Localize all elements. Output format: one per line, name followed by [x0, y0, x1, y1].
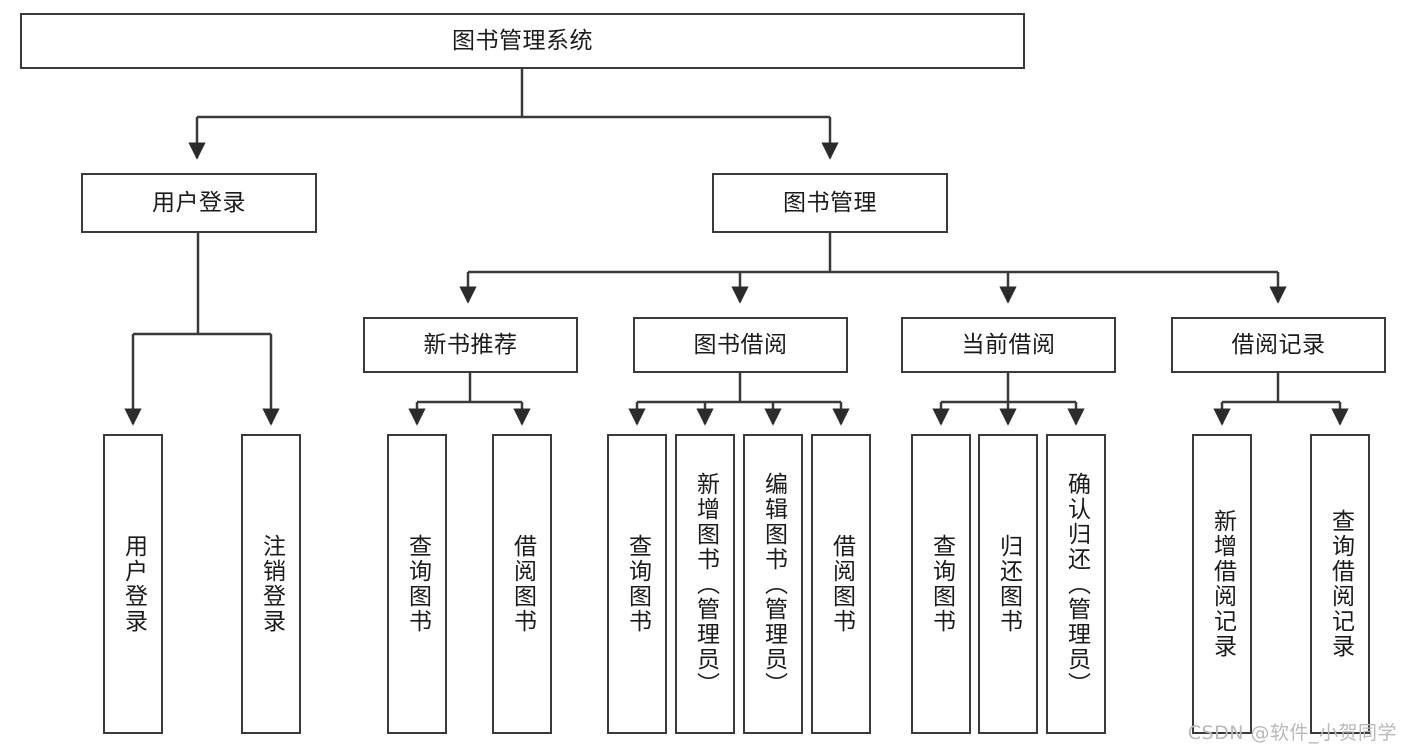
node-current-borrow[interactable]: 当前借阅 [901, 317, 1116, 373]
node-root-label: 图书管理系统 [452, 27, 593, 54]
node-user-login[interactable]: 用户登录 [81, 173, 317, 233]
node-root[interactable]: 图书管理系统 [20, 13, 1025, 69]
node-leaf-borrow-edit-book[interactable]: 编辑图书（管理员） [743, 434, 803, 734]
node-leaf-label: 查询图书 [928, 534, 955, 634]
node-book-management[interactable]: 图书管理 [712, 173, 948, 233]
node-leaf-label: 编辑图书（管理员） [760, 471, 787, 697]
node-leaf-record-add[interactable]: 新增借阅记录 [1192, 434, 1252, 734]
node-borrow-record[interactable]: 借阅记录 [1171, 317, 1386, 373]
node-book-borrow[interactable]: 图书借阅 [633, 317, 848, 373]
node-leaf-current-return[interactable]: 归还图书 [978, 434, 1038, 734]
node-leaf-label: 确认归还（管理员） [1063, 471, 1090, 697]
node-leaf-current-query[interactable]: 查询图书 [911, 434, 971, 734]
node-leaf-new-book-query[interactable]: 查询图书 [387, 434, 447, 734]
node-leaf-label: 新增借阅记录 [1209, 509, 1236, 659]
node-leaf-label: 查询图书 [624, 534, 651, 634]
node-leaf-label: 查询借阅记录 [1327, 509, 1354, 659]
node-leaf-user-login-signout[interactable]: 注销登录 [241, 434, 301, 734]
watermark-text: CSDN @软件_小贺同学 [1187, 722, 1397, 744]
node-new-book-recommend[interactable]: 新书推荐 [363, 317, 578, 373]
node-leaf-label: 归还图书 [995, 534, 1022, 634]
node-user-login-label: 用户登录 [152, 189, 246, 216]
node-leaf-borrow-add-book[interactable]: 新增图书（管理员） [675, 434, 735, 734]
node-leaf-record-query[interactable]: 查询借阅记录 [1310, 434, 1370, 734]
node-leaf-label: 新增图书（管理员） [692, 471, 719, 697]
node-leaf-borrow-borrow-book[interactable]: 借阅图书 [811, 434, 871, 734]
node-book-management-label: 图书管理 [783, 189, 877, 216]
node-leaf-current-confirm-return[interactable]: 确认归还（管理员） [1046, 434, 1106, 734]
node-borrow-record-label: 借阅记录 [1231, 331, 1326, 358]
node-leaf-label: 查询图书 [404, 534, 431, 634]
node-leaf-borrow-query[interactable]: 查询图书 [607, 434, 667, 734]
node-current-borrow-label: 当前借阅 [961, 331, 1056, 358]
node-leaf-user-login-signin[interactable]: 用户登录 [103, 434, 163, 734]
node-leaf-new-book-borrow[interactable]: 借阅图书 [492, 434, 552, 734]
node-leaf-label: 注销登录 [258, 534, 285, 634]
node-new-book-recommend-label: 新书推荐 [423, 331, 518, 358]
node-leaf-label: 借阅图书 [509, 534, 536, 634]
node-leaf-label: 借阅图书 [828, 534, 855, 634]
node-leaf-label: 用户登录 [120, 534, 147, 634]
node-book-borrow-label: 图书借阅 [693, 331, 788, 358]
